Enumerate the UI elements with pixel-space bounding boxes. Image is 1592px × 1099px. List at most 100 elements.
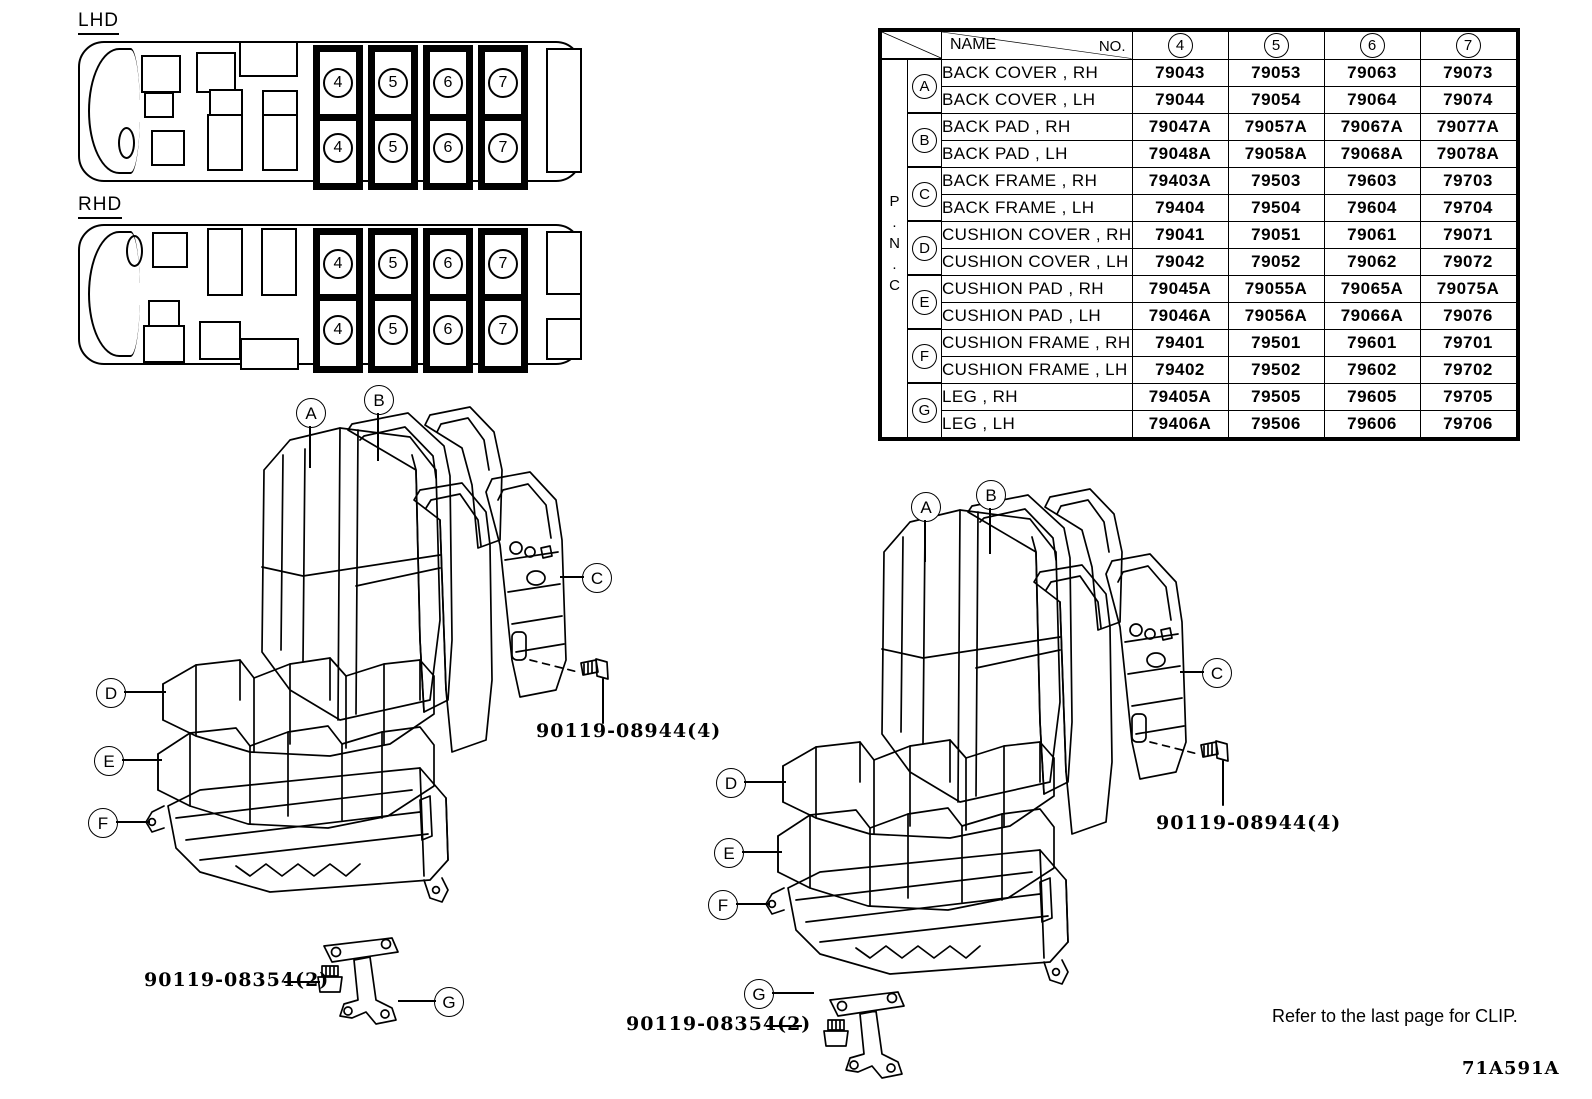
driver-area-rhd: [88, 231, 140, 357]
part-name-cell: CUSHION FRAME , RH: [941, 328, 1133, 357]
part-number-cell: 79071: [1419, 220, 1517, 249]
seat-number-label: 6: [443, 255, 453, 272]
table-header-name-no: NO.NAME: [941, 31, 1133, 60]
callout-left-C[interactable]: C: [582, 563, 612, 593]
seat-number-label: 5: [388, 321, 398, 338]
cabin-fixture: [207, 114, 243, 171]
callout-label: F: [97, 813, 109, 833]
callout-right-A[interactable]: A: [911, 492, 941, 522]
cabin-fixture: [262, 114, 298, 171]
seat-number-label: 4: [333, 255, 343, 272]
callout-right-G[interactable]: G: [744, 979, 774, 1009]
cabin-fixture: [196, 52, 236, 93]
seat-number-badge: 7: [488, 133, 518, 163]
seat-number-badge: 6: [433, 133, 463, 163]
callout-left-F[interactable]: F: [88, 808, 118, 838]
part-number-cell: 79603: [1323, 166, 1421, 195]
callout-label: C: [1210, 663, 1224, 683]
part-number-cell: 79502: [1227, 355, 1325, 384]
part-number-cell: 79078A: [1419, 139, 1517, 168]
seat-number-badge: 4: [323, 249, 353, 279]
seat-block-lhd-row2-col4[interactable]: 4: [313, 114, 363, 190]
part-number-cell: 79065A: [1323, 274, 1421, 303]
column-number-badge: 4: [1167, 32, 1193, 58]
group-letter-badge: F: [912, 343, 937, 369]
group-badge-G: G: [907, 382, 942, 438]
seat-number-badge: 4: [323, 68, 353, 98]
callout-left-G[interactable]: G: [434, 987, 464, 1017]
leader-right-E: [742, 851, 782, 853]
seat-block-rhd-row2-col6[interactable]: 6: [423, 294, 473, 373]
part-name-cell: CUSHION FRAME , LH: [941, 355, 1133, 384]
group-letter-badge: G: [912, 397, 937, 423]
callout-label: E: [723, 843, 735, 863]
callout-label: D: [724, 773, 738, 793]
leader-right-D: [744, 781, 786, 783]
part-number-cell: 79055A: [1227, 274, 1325, 303]
callout-right-F[interactable]: F: [708, 890, 738, 920]
seat-block-lhd-row2-col5[interactable]: 5: [368, 114, 418, 190]
seat-block-rhd-row2-col5[interactable]: 5: [368, 294, 418, 373]
callout-left-A[interactable]: A: [296, 398, 326, 428]
plan-view-rhd: RHD: [78, 194, 123, 219]
leader-left-C: [560, 576, 584, 578]
seat-block-lhd-row2-col6[interactable]: 6: [423, 114, 473, 190]
part-number-cell: 79068A: [1323, 139, 1421, 168]
part-number-cell: 79046A: [1131, 301, 1229, 330]
part-name-cell: CUSHION COVER , RH: [941, 220, 1133, 249]
column-number-badge: 7: [1455, 32, 1481, 58]
part-number-cell: 79404: [1131, 193, 1229, 222]
seat-number-label: 6: [443, 74, 453, 91]
table-corner-blank: [881, 31, 942, 60]
callout-right-D[interactable]: D: [716, 768, 746, 798]
cabin-fixture: [144, 92, 174, 118]
leader-right-F: [736, 903, 770, 905]
part-number-cell: 79074: [1419, 85, 1517, 114]
leader-left-D: [124, 691, 166, 693]
seat-number-badge: 7: [488, 249, 518, 279]
rear-bench-rhd: [546, 231, 582, 295]
seat-number-label: 4: [333, 74, 343, 91]
left-seat-assembly-drawing: [145, 406, 609, 1025]
leg-bolt-partnumber-right: 90119-08354(2): [626, 1013, 812, 1035]
pnc-side-label: P.N.C: [881, 58, 908, 438]
callout-label: C: [590, 568, 604, 588]
callout-right-B[interactable]: B: [976, 480, 1006, 510]
callout-left-D[interactable]: D: [96, 678, 126, 708]
drawing-number: 71A591A: [1462, 1058, 1560, 1079]
steering-wheel-lhd: [118, 127, 135, 159]
table-column-header-4: 4: [1131, 31, 1229, 60]
leader-left-E: [122, 759, 162, 761]
leader-left-A: [309, 426, 311, 468]
callout-label: F: [717, 895, 729, 915]
callout-left-E[interactable]: E: [94, 746, 124, 776]
driver-area-lhd: [88, 48, 140, 174]
seat-block-rhd-row2-col7[interactable]: 7: [478, 294, 528, 373]
cabin-fixture: [152, 232, 188, 268]
seat-number-badge: 4: [323, 315, 353, 345]
part-number-cell: 79704: [1419, 193, 1517, 222]
part-number-cell: 79701: [1419, 328, 1517, 357]
callout-right-C[interactable]: C: [1202, 658, 1232, 688]
seat-block-lhd-row2-col7[interactable]: 7: [478, 114, 528, 190]
back-bolt-partnumber-right: 90119-08944(4): [1156, 812, 1342, 834]
seat-number-label: 5: [388, 255, 398, 272]
leg-bolt-partnumber-left: 90119-08354(2): [144, 969, 330, 991]
part-number-cell: 79075A: [1419, 274, 1517, 303]
seat-number-label: 7: [498, 321, 508, 338]
callout-left-B[interactable]: B: [364, 385, 394, 415]
part-number-cell: 79076: [1419, 301, 1517, 330]
part-name-cell: CUSHION PAD , LH: [941, 301, 1133, 330]
seat-block-rhd-row2-col4[interactable]: 4: [313, 294, 363, 373]
leader-left-F: [116, 821, 150, 823]
table-name-label: NAME: [950, 35, 997, 53]
callout-label: B: [985, 485, 997, 505]
callout-right-E[interactable]: E: [714, 838, 744, 868]
seat-number-badge: 5: [378, 249, 408, 279]
seat-number-label: 4: [333, 139, 343, 156]
cabin-fixture: [240, 338, 299, 370]
